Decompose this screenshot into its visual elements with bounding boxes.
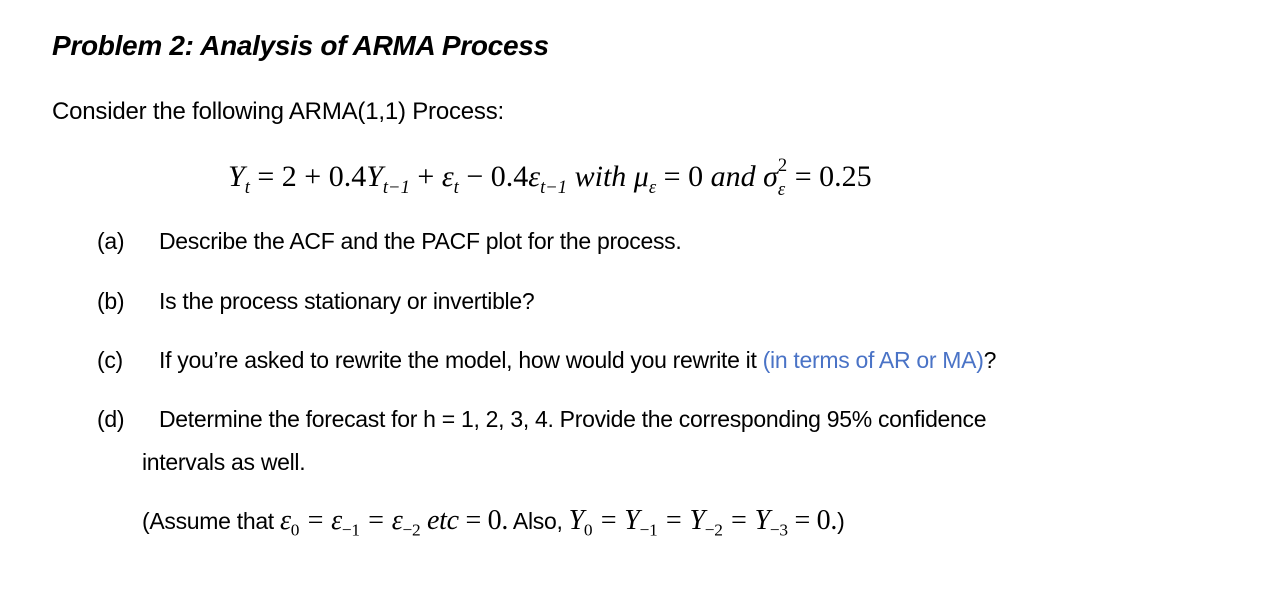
eq-y-sub: t bbox=[244, 177, 250, 198]
eq-mu-val: = 0 bbox=[656, 160, 711, 193]
note-y0: Y bbox=[568, 505, 585, 536]
note-y3: = Y bbox=[722, 505, 770, 536]
note-y2: = Y bbox=[657, 505, 705, 536]
part-a: (a) Describe the ACF and the PACF plot fo… bbox=[97, 228, 682, 255]
eq-eps-sub: t bbox=[453, 177, 459, 198]
part-label: (c) bbox=[97, 347, 123, 373]
highlight-text: (in terms of AR or MA) bbox=[762, 347, 984, 373]
part-text: Is the process stationary or invertible? bbox=[159, 288, 535, 314]
note-eps0-sub: 0 bbox=[290, 520, 300, 540]
note-eps1-sub: −1 bbox=[341, 520, 360, 540]
eq-minus: − 0.4 bbox=[458, 160, 529, 193]
problem-title: Problem 2: Analysis of ARMA Process bbox=[52, 30, 549, 61]
note-eps0: ε bbox=[280, 505, 291, 536]
eq-and: and bbox=[710, 160, 764, 193]
eq-sigma-val: = 0.25 bbox=[787, 160, 872, 193]
eq-mu: μ bbox=[633, 160, 649, 193]
part-tail: ? bbox=[983, 347, 997, 373]
note-etc: etc bbox=[420, 505, 459, 536]
note-prefix: (Assume that bbox=[142, 508, 280, 534]
eq-plus: + bbox=[409, 160, 442, 193]
note-eps2-sub: −2 bbox=[402, 520, 421, 540]
eq-sigma: σ bbox=[763, 160, 778, 193]
eq-sigma-sub: ε bbox=[777, 179, 786, 201]
note-eps2: = ε bbox=[359, 505, 403, 536]
note-y2-sub: −2 bbox=[704, 520, 723, 540]
eq-mu-sub: ε bbox=[648, 177, 657, 198]
eq-eps2: ε bbox=[528, 160, 541, 193]
eq-part: = 2 + 0.4 bbox=[249, 160, 367, 193]
note-zero1: = 0. bbox=[458, 505, 509, 536]
eq-yprev-sub: t−1 bbox=[382, 177, 410, 198]
note-y1: = Y bbox=[592, 505, 640, 536]
part-label: (a) bbox=[97, 228, 125, 254]
part-text: Describe the ACF and the PACF plot for t… bbox=[159, 228, 682, 254]
eq-eps: ε bbox=[441, 160, 454, 193]
part-c: (c) If you’re asked to rewrite the model,… bbox=[97, 347, 996, 374]
eq-with: with bbox=[567, 160, 634, 193]
part-text: If you’re asked to rewrite the model, ho… bbox=[159, 347, 763, 373]
assumption-note: (Assume that ε0 = ε−1 = ε−2 etc = 0. Als… bbox=[142, 505, 845, 540]
note-y1-sub: −1 bbox=[639, 520, 658, 540]
eq-sigma-sup: 2 bbox=[777, 154, 788, 176]
note-y0-sub: 0 bbox=[583, 520, 593, 540]
part-label: (b) bbox=[97, 288, 125, 314]
arma-equation: Yt = 2 + 0.4Yt−1 + εt − 0.4εt−1 with με … bbox=[228, 154, 872, 201]
eq-yprev: Y bbox=[366, 160, 383, 193]
part-label: (d) bbox=[97, 406, 125, 432]
eq-y: Y bbox=[228, 160, 245, 193]
note-close: ) bbox=[837, 508, 845, 534]
part-d: (d) Determine the forecast for h = 1, 2, … bbox=[97, 406, 987, 433]
note-eps1: = ε bbox=[299, 505, 342, 536]
eq-eps2-sub: t−1 bbox=[540, 177, 568, 198]
part-text: Determine the forecast for h = 1, 2, 3, … bbox=[159, 406, 987, 432]
note-y3-sub: −3 bbox=[769, 520, 788, 540]
part-b: (b) Is the process stationary or invertib… bbox=[97, 288, 535, 315]
intro-text: Consider the following ARMA(1,1) Process… bbox=[52, 98, 504, 125]
note-also: Also, bbox=[508, 508, 569, 534]
note-zero2: = 0. bbox=[787, 505, 838, 536]
part-d-continuation: intervals as well. bbox=[142, 449, 306, 475]
